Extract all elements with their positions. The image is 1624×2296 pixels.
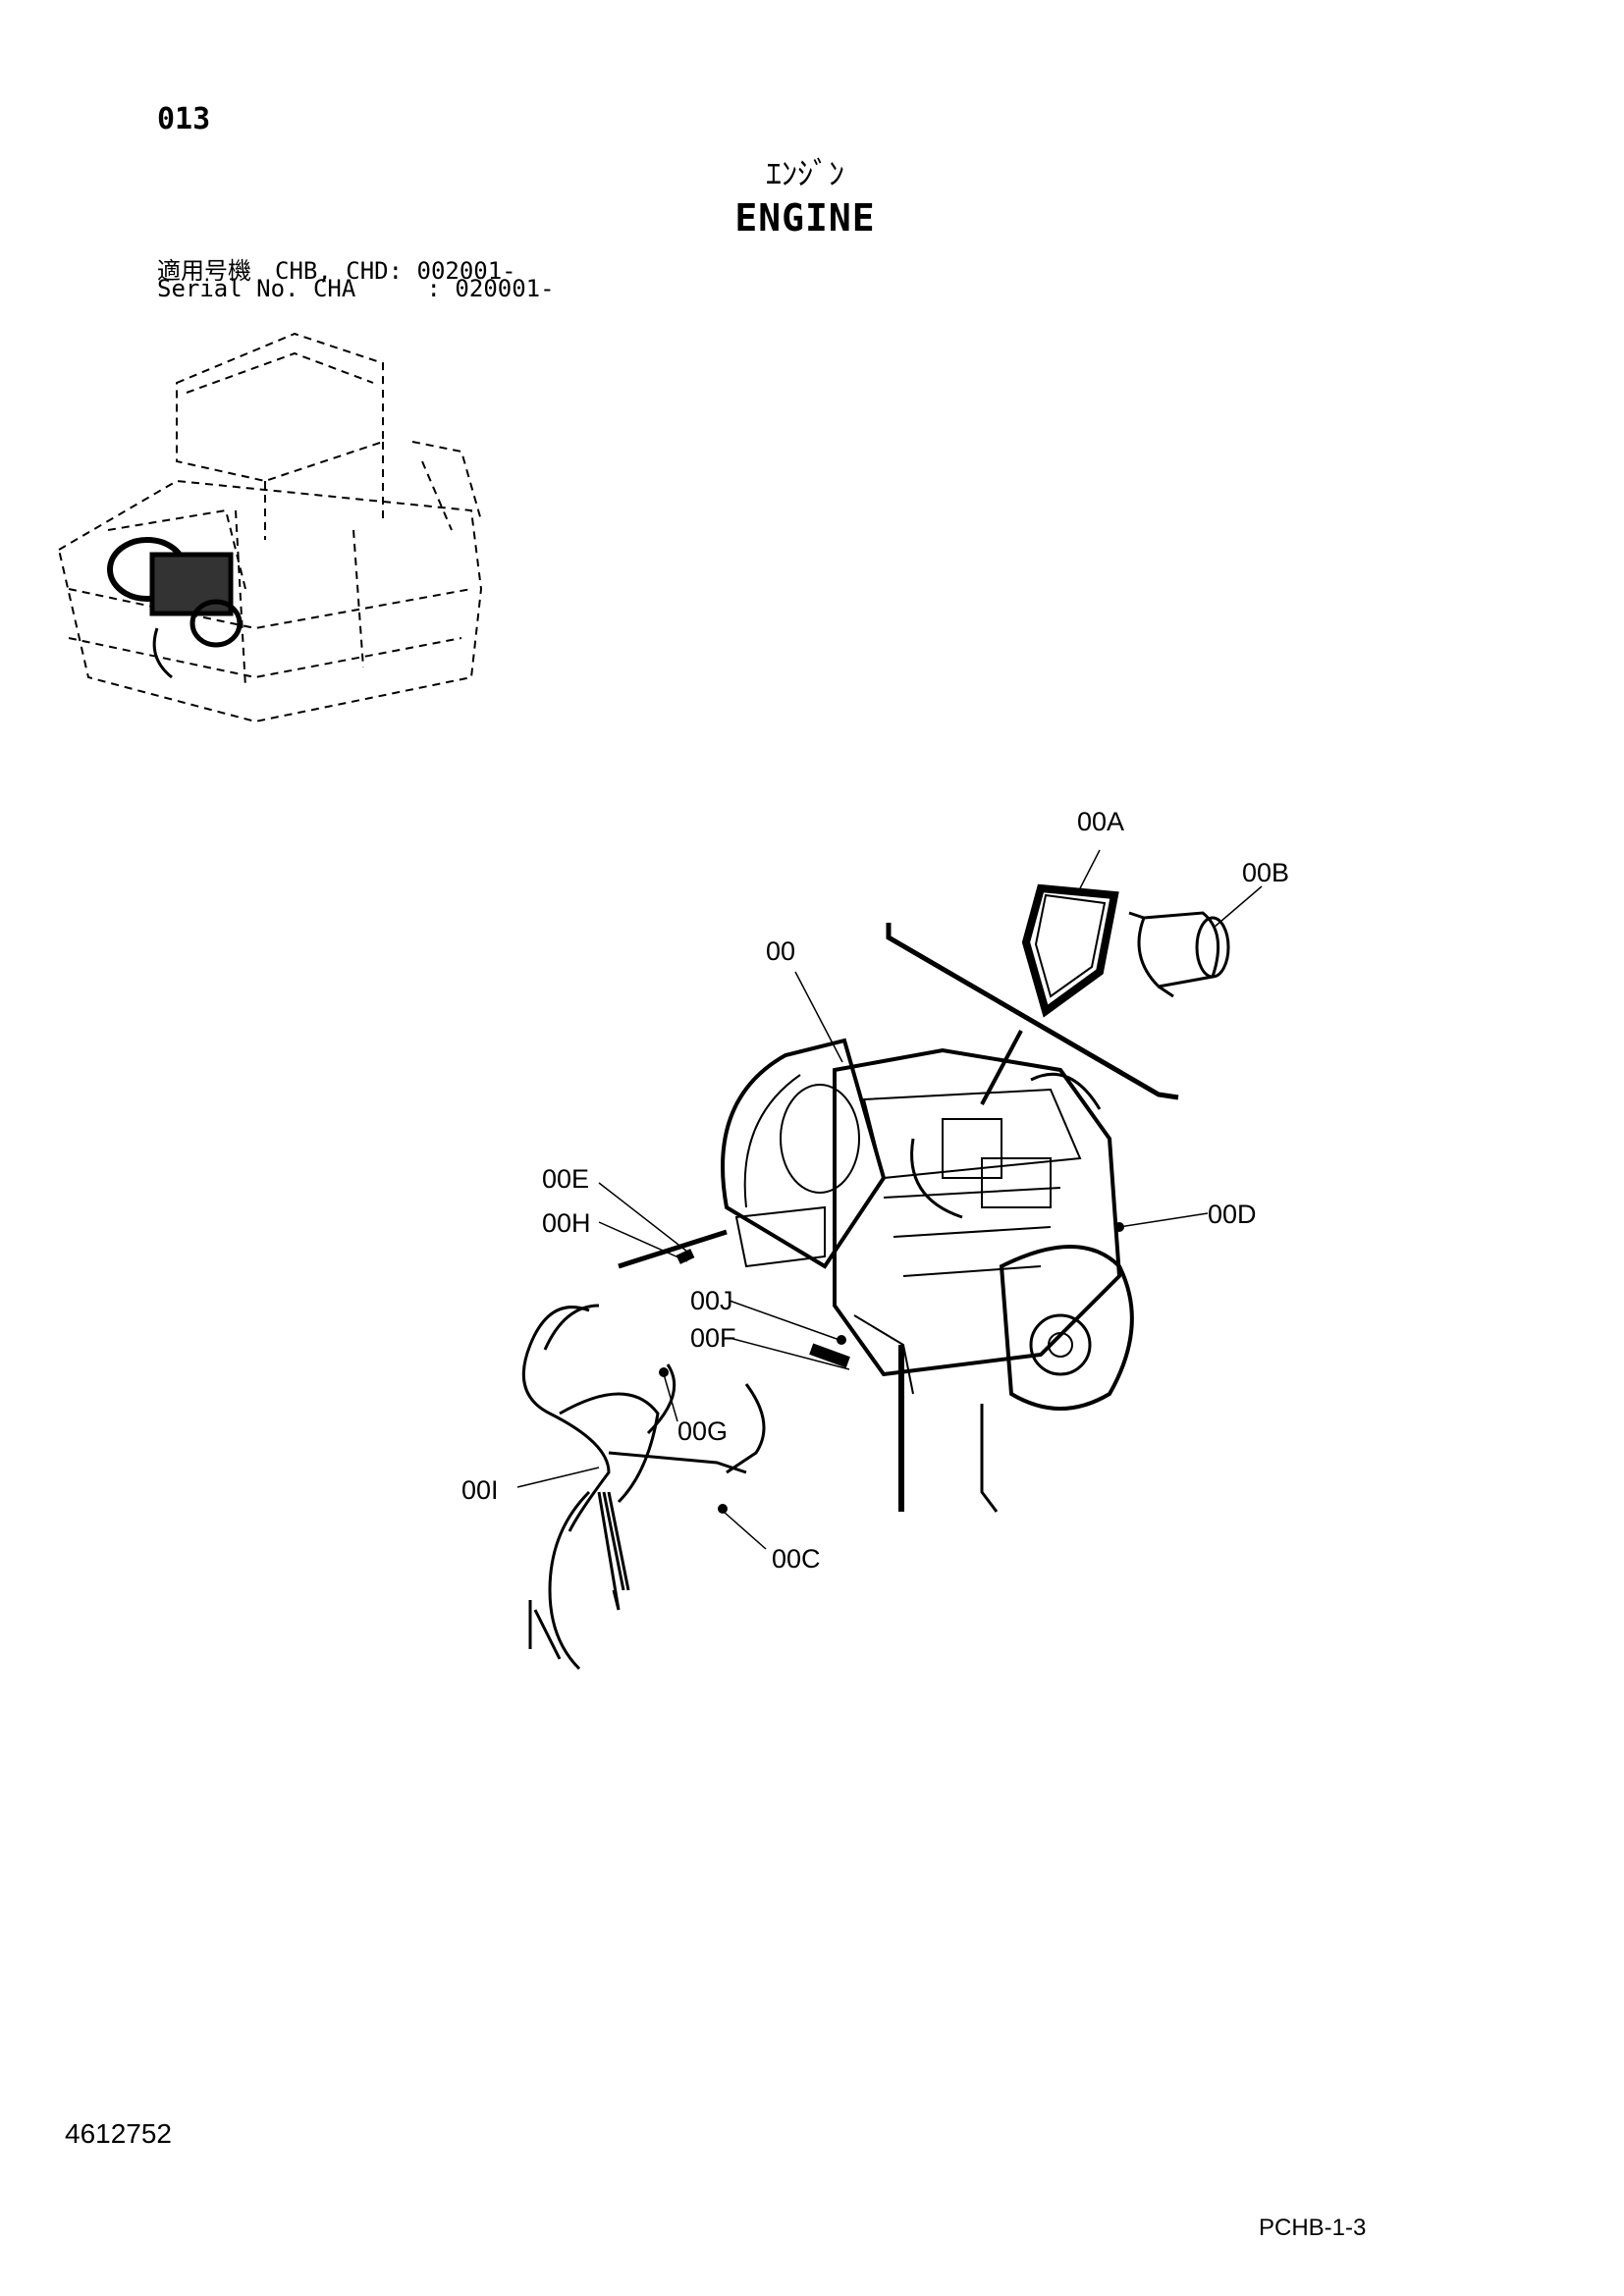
callout-00J[interactable]: 00J <box>690 1286 733 1315</box>
callout-00A[interactable]: 00A <box>1077 807 1124 836</box>
callout-00D[interactable]: 00D <box>1208 1200 1257 1229</box>
machine-overview-thumbnail <box>57 332 483 723</box>
callout-00I[interactable]: 00I <box>461 1475 499 1505</box>
serial-line-2: Serial No. CHA : 020001- <box>157 275 555 302</box>
callout-00F[interactable]: 00F <box>690 1323 736 1353</box>
page-title: ENGINE <box>734 196 876 240</box>
callout-00B[interactable]: 00B <box>1242 858 1289 887</box>
serial-line-1: 適用号機 CHB, CHD: 002001- <box>157 257 516 285</box>
callout-00C[interactable]: 00C <box>772 1544 821 1574</box>
callout-00[interactable]: 00 <box>766 936 795 966</box>
fasteners <box>659 1222 1124 1514</box>
engine-assembly <box>618 1038 1134 1513</box>
document-number: 4612752 <box>65 2118 173 2149</box>
alternator-part <box>1128 911 1230 998</box>
page-code: PCHB-1-3 <box>1259 2215 1367 2241</box>
title-japanese: ｴﾝｼﾞﾝ <box>765 155 844 192</box>
leader-lines <box>516 849 1263 1550</box>
callout-00G[interactable]: 00G <box>677 1416 728 1446</box>
callout-00H[interactable]: 00H <box>542 1208 591 1238</box>
page-number: 013 <box>157 102 211 136</box>
fan-belt <box>1021 883 1119 1018</box>
detail-bracket <box>886 923 1179 1105</box>
wiring-harness <box>521 1304 766 1671</box>
engine-highlight-thumbnail <box>107 537 243 679</box>
callout-00E[interactable]: 00E <box>542 1164 589 1194</box>
